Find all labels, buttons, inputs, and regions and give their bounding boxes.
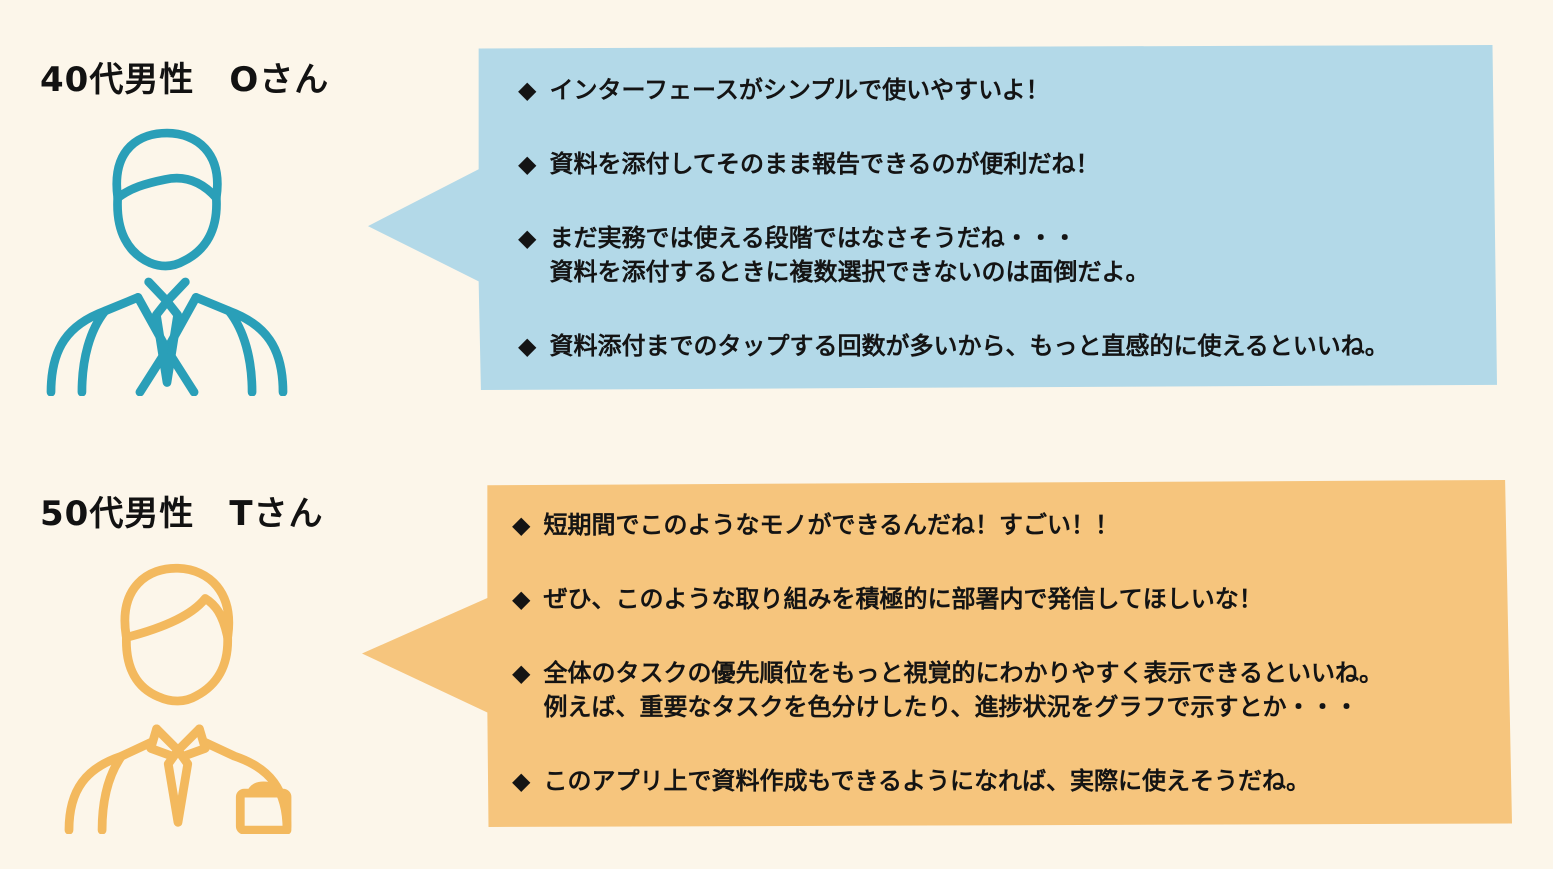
comment-item: ◆ まだ実務では使える段階ではなさそうだね・・・ 資料を添付するときに複数選択で… bbox=[518, 221, 1471, 289]
comment-item: ◆ このアプリ上で資料作成もできるようになれば、実際に使えそうだね。 bbox=[512, 764, 1486, 798]
diamond-bullet-icon: ◆ bbox=[512, 585, 531, 613]
diamond-bullet-icon: ◆ bbox=[512, 767, 531, 795]
comment-item: ◆ 全体のタスクの優先順位をもっと視覚的にわかりやすく表示できるといいね。 例え… bbox=[512, 656, 1486, 724]
comment-text: 短期間でこのようなモノができるんだね！すごい！！ bbox=[543, 511, 1119, 539]
comment-text: このアプリ上で資料作成もできるようになれば、実際に使えそうだね。 bbox=[543, 767, 1311, 795]
comment-text: ぜひ、このような取り組みを積極的に部署内で発信してほしいな！ bbox=[543, 585, 1263, 613]
comment-text: 例えば、重要なタスクを色分けしたり、進捗状況をグラフで示すとか・・・ bbox=[543, 693, 1359, 721]
comment-item: ◆ 資料添付までのタップする回数が多いから、もっと直感的に使えるといいね。 bbox=[518, 329, 1471, 363]
speech-bubble-man-t: ◆ 短期間でこのようなモノができるんだね！すごい！！ ◆ ぜひ、このような取り組… bbox=[362, 480, 1512, 827]
avatar-man-o-icon bbox=[22, 106, 312, 396]
persona-name-man-t: 50代男性 Tさん bbox=[40, 494, 324, 534]
diamond-bullet-icon: ◆ bbox=[518, 332, 537, 360]
speech-bubble-man-o: ◆ インターフェースがシンプルで使いやすいよ！ ◆ 資料を添付してそのまま報告で… bbox=[368, 45, 1497, 390]
comment-item: ◆ ぜひ、このような取り組みを積極的に部署内で発信してほしいな！ bbox=[512, 582, 1486, 616]
diamond-bullet-icon: ◆ bbox=[518, 224, 537, 252]
comment-item: ◆ インターフェースがシンプルで使いやすいよ！ bbox=[518, 73, 1471, 107]
diamond-bullet-icon: ◆ bbox=[512, 659, 531, 687]
comment-text: 全体のタスクの優先順位をもっと視覚的にわかりやすく表示できるといいね。 bbox=[543, 659, 1383, 687]
persona-name-man-o: 40代男性 Oさん bbox=[40, 60, 330, 100]
avatar-man-t-icon bbox=[32, 542, 324, 834]
comment-text: 資料添付までのタップする回数が多いから、もっと直感的に使えるといいね。 bbox=[549, 332, 1389, 360]
diamond-bullet-icon: ◆ bbox=[512, 511, 531, 539]
comment-item: ◆ 短期間でこのようなモノができるんだね！すごい！！ bbox=[512, 508, 1486, 542]
diamond-bullet-icon: ◆ bbox=[518, 150, 537, 178]
comment-text: 資料を添付するときに複数選択できないのは面倒だよ。 bbox=[549, 258, 1150, 286]
comment-text: まだ実務では使える段階ではなさそうだね・・・ bbox=[549, 224, 1077, 252]
comment-text: 資料を添付してそのまま報告できるのが便利だね！ bbox=[549, 150, 1100, 178]
comment-item: ◆ 資料を添付してそのまま報告できるのが便利だね！ bbox=[518, 147, 1471, 181]
comment-text: インターフェースがシンプルで使いやすいよ！ bbox=[549, 76, 1050, 104]
diamond-bullet-icon: ◆ bbox=[518, 76, 537, 104]
